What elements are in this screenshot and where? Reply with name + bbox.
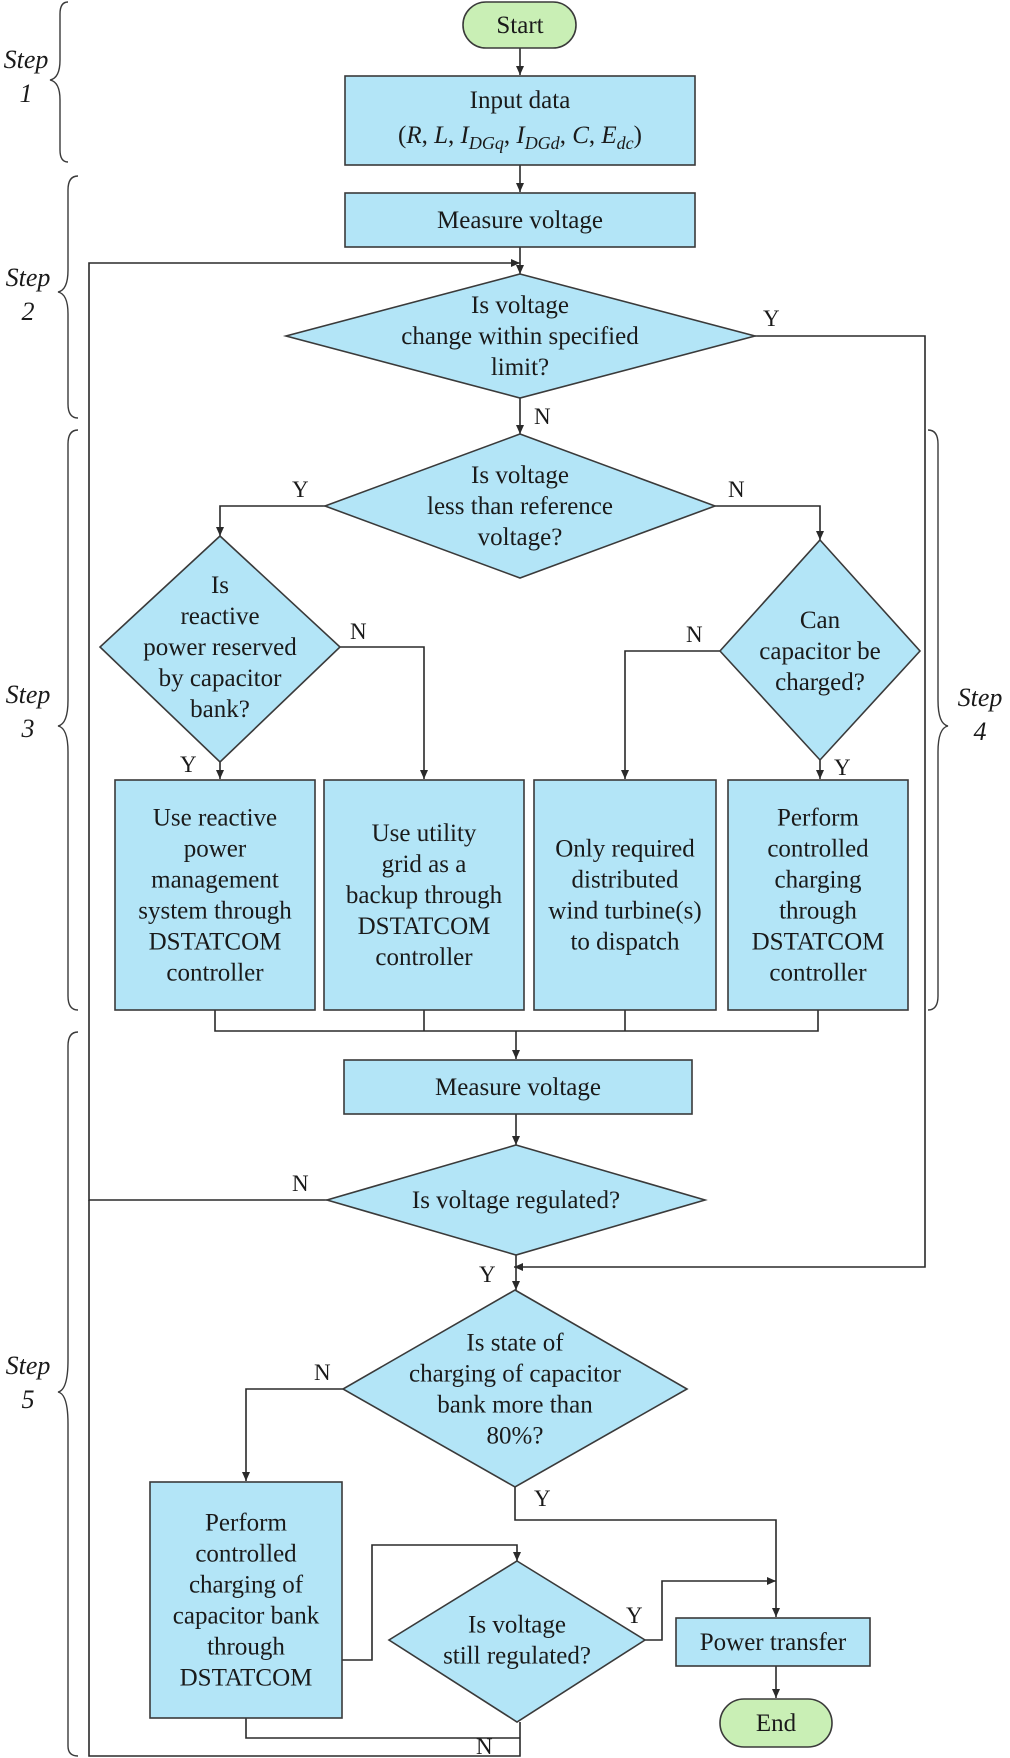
- edge-label-reserved-no: N: [350, 619, 367, 644]
- edge-label-regulated-no: N: [292, 1171, 309, 1196]
- measure-voltage-box-1: Measure voltage: [344, 192, 696, 248]
- edge-label-limit-no: N: [534, 404, 551, 429]
- edge-label-soc-yes: Y: [534, 1486, 551, 1511]
- measure-voltage-label-1: Measure voltage: [437, 207, 603, 234]
- input-data-variables: (R, L, IDGq, IDGd, C, Edc): [398, 122, 642, 153]
- edge-label-still-yes: Y: [626, 1603, 643, 1628]
- step3-brace: [57, 429, 79, 1011]
- decision-voltage-regulated-text: Is voltage regulated?: [412, 1187, 620, 1214]
- decision-voltage-regulated: Is voltage regulated?: [324, 1144, 708, 1256]
- end-terminal: End: [719, 1698, 833, 1748]
- edge-label-less-no: N: [728, 477, 745, 502]
- power-transfer-label: Power transfer: [700, 1629, 847, 1656]
- start-label: Start: [496, 12, 543, 39]
- edge-label-reserved-yes: Y: [180, 752, 197, 777]
- end-label: End: [756, 1710, 797, 1737]
- edge-label-regulated-yes: Y: [479, 1262, 496, 1287]
- measure-voltage-label-2: Measure voltage: [435, 1074, 601, 1101]
- step2-brace: [57, 175, 79, 419]
- edge-label-soc-no: N: [314, 1360, 331, 1385]
- step1-brace: [49, 1, 69, 163]
- edge-label-charge-yes: Y: [834, 755, 851, 780]
- measure-voltage-box-2: Measure voltage: [343, 1059, 693, 1115]
- edge-label-limit-yes: Y: [763, 306, 780, 331]
- edge-label-less-yes: Y: [292, 477, 309, 502]
- input-data-box: Input data (R, L, IDGq, IDGd, C, Edc): [344, 75, 696, 166]
- edge-label-still-no: N: [476, 1734, 493, 1758]
- edge-label-charge-no: N: [686, 622, 703, 647]
- start-terminal: Start: [462, 1, 577, 49]
- power-transfer-box: Power transfer: [675, 1617, 871, 1667]
- step5-brace: [57, 1031, 79, 1757]
- step4-brace: [927, 429, 949, 1011]
- input-data-label: Input data: [470, 87, 571, 114]
